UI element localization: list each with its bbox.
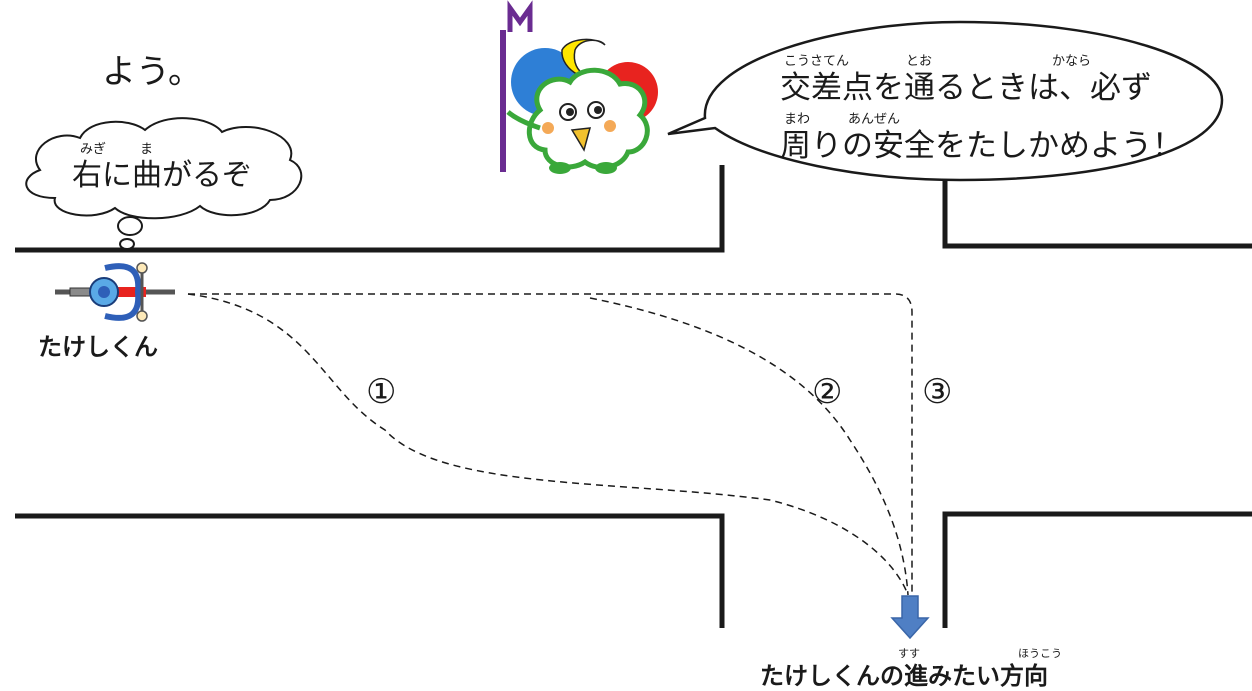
mascot-icon [500,0,658,174]
thought-bubble-shape [25,117,303,250]
road-upper-right-edge [942,165,1252,249]
road-upper-left-edge [15,165,725,253]
speech-bubble-shape [667,20,1224,182]
down-arrow-icon [890,595,930,640]
speech-ruby-kousaten: こうさてん [784,54,850,69]
destination-ruby-susu: すす [898,647,920,660]
destination-label: たけしくんの進みたい方向 [760,662,1048,690]
cyclist-label: たけしくん [38,333,158,361]
route-label-1: ① [366,372,397,412]
top-text-fragment: よう。 [102,52,202,92]
speech-ruby-mawa: まわ [784,112,811,127]
route-3-path [188,293,913,595]
speech-ruby-anzen: あんぜん [848,112,901,127]
thought-ruby-migi: みぎ [80,142,107,157]
thought-bubble-text: 右に曲がるぞ [72,158,252,193]
destination-ruby-houkou: ほうこう [1018,647,1062,660]
road-edges [15,165,1252,628]
routes [187,293,913,596]
road-lower-right-edge [942,511,1252,628]
thought-ruby-ma: ま [140,142,154,157]
speech-bubble-line1: 交差点を通るときは、必ず [780,70,1152,106]
cyclist-icon [55,262,175,322]
route-1-path [187,293,909,596]
speech-ruby-too: とお [906,54,933,69]
route-label-3: ③ [922,372,953,412]
speech-bubble-line2: 周りの安全をたしかめよう！ [780,128,1183,164]
road-lower-left-edge [15,513,725,628]
route-label-2: ② [812,372,843,412]
route-2-path [589,297,909,596]
speech-ruby-kanara: かなら [1052,54,1092,69]
